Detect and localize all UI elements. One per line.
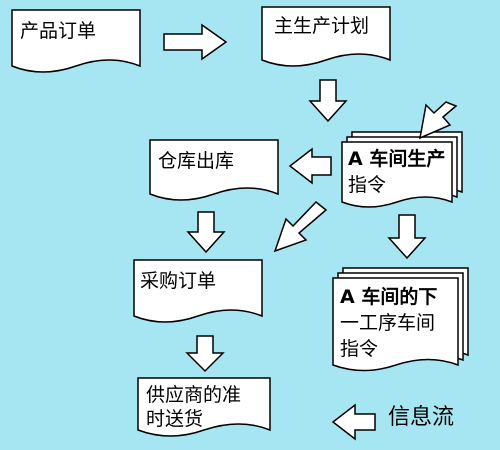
legend-label-information-flow: 信息流: [388, 405, 455, 430]
doc-shape-warehouse-out: [149, 139, 279, 201]
label-product-order: 产品订单: [20, 20, 97, 42]
label-warehouse-out: 仓库出库: [158, 150, 235, 172]
label-next-process-order-line3: 指令: [340, 338, 379, 360]
arrow-into-workshop-a: [419, 101, 458, 140]
doc-shape-supplier-delivery: [137, 377, 271, 437]
doc-shape-product-order: [11, 9, 141, 73]
doc-stack-workshop-a-order: [341, 131, 463, 208]
legend-arrow-icon: [331, 403, 376, 441]
arrow-order-to-plan: [163, 23, 228, 61]
doc-stack-next-process-order: [332, 267, 469, 372]
label-purchase-order: 采购订单: [140, 270, 217, 292]
label-supplier-delivery-line1: 供应商的准: [146, 384, 242, 406]
arrow-plan-to-workshop-a: [308, 79, 348, 123]
arrow-purchase-to-supplier: [185, 335, 225, 373]
label-next-process-order-line1: A 车间的下: [340, 286, 438, 308]
label-supplier-delivery-line2: 时送货: [146, 408, 204, 430]
label-master-plan: 主生产计划: [274, 15, 370, 37]
label-workshop-a-order-line1: A 车间生产: [348, 148, 446, 170]
label-workshop-a-order-line2: 指令: [348, 174, 387, 196]
label-next-process-order-line2: 一工序车间: [340, 312, 436, 334]
doc-shape-master-plan: [261, 6, 391, 67]
arrow-workshop-a-to-purchase: [273, 200, 328, 253]
arrow-workshop-a-to-warehouse: [288, 147, 332, 185]
arrow-warehouse-to-purchase: [186, 211, 226, 254]
doc-shape-purchase-order: [133, 259, 263, 323]
arrow-workshop-a-to-next-process: [387, 214, 427, 260]
